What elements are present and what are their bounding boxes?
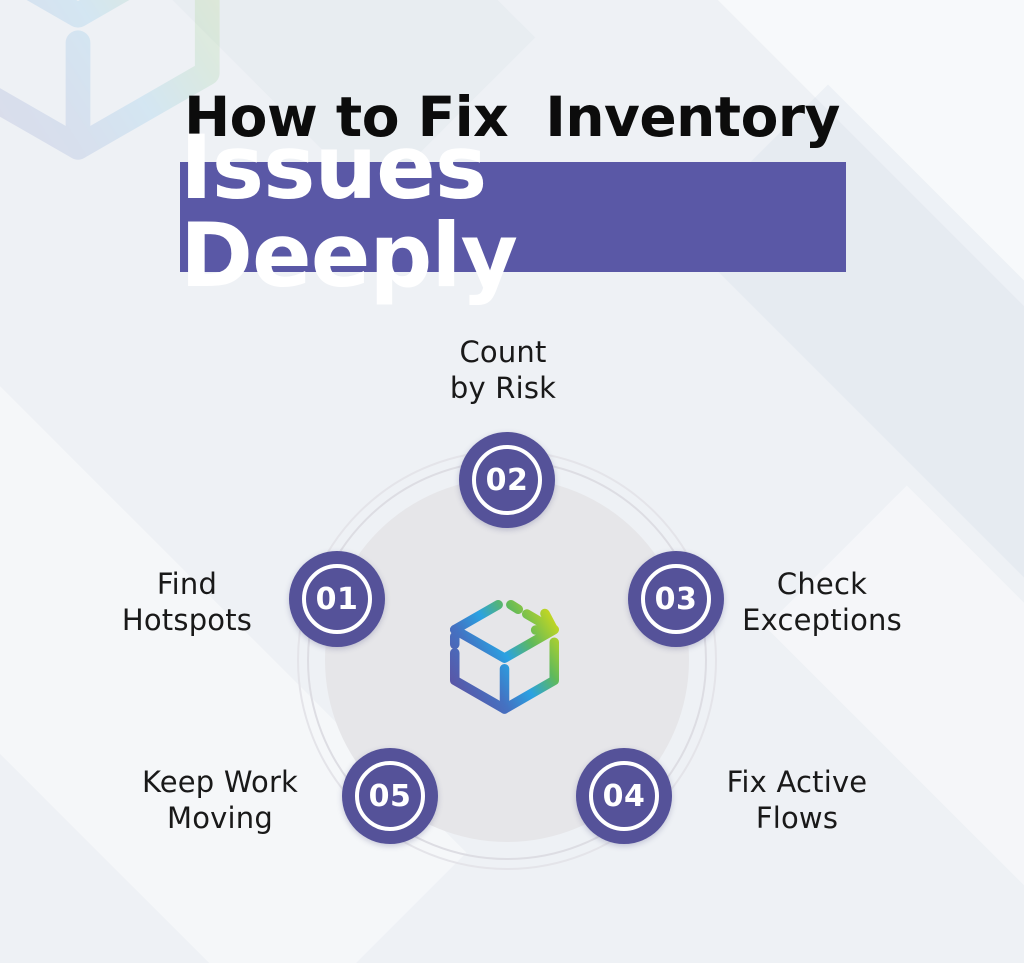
step-node-ring: 03 xyxy=(641,564,711,634)
step-node-04: 04 xyxy=(576,748,672,844)
step-number: 05 xyxy=(368,778,412,814)
step-label-03: Check Exceptions xyxy=(742,567,902,637)
step-number: 01 xyxy=(315,581,359,617)
cube-logo-icon xyxy=(449,599,560,714)
bg-stripe xyxy=(765,485,1024,963)
cube-watermark-icon xyxy=(0,0,220,160)
step-number: 04 xyxy=(602,778,646,814)
title-band: Issues Deeply xyxy=(180,124,846,300)
step-number: 02 xyxy=(485,462,529,498)
step-label-01: Find Hotspots xyxy=(121,567,253,637)
step-label-02: Count by Risk xyxy=(449,335,557,405)
step-node-01: 01 xyxy=(289,551,385,647)
step-node-03: 03 xyxy=(628,551,724,647)
step-node-ring: 04 xyxy=(589,761,659,831)
step-label-05: Keep Work Moving xyxy=(141,765,299,835)
step-node-05: 05 xyxy=(342,748,438,844)
step-label-04: Fix Active Flows xyxy=(726,765,868,835)
step-node-ring: 05 xyxy=(355,761,425,831)
title-band-text: Issues Deeply xyxy=(180,116,518,307)
step-node-ring: 02 xyxy=(472,445,542,515)
step-node-02: 02 xyxy=(459,432,555,528)
step-node-ring: 01 xyxy=(302,564,372,634)
page-title: How to Fix Inventory xyxy=(184,85,840,149)
step-number: 03 xyxy=(654,581,698,617)
